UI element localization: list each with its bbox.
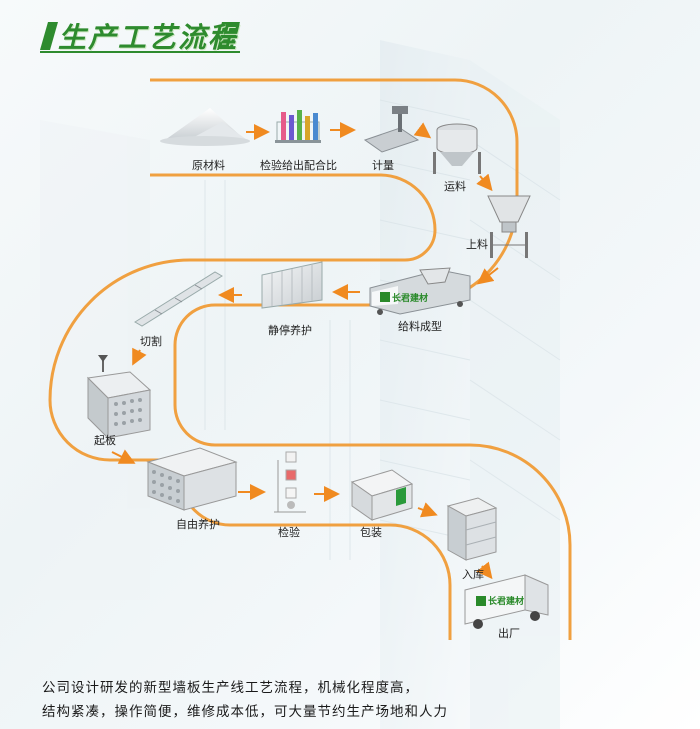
step-label-storage: 入库 [462,568,484,581]
step-label-free-curing: 自由养护 [176,518,220,531]
arrow-4 [476,173,493,192]
flow-arrows [111,122,499,580]
step-label-cutting: 切割 [140,335,162,348]
test-tubes-icon [275,110,321,143]
background-buildings [40,40,561,729]
step-label-raw-materials: 原材料 [192,159,225,172]
arrow-3 [413,122,432,139]
step-label-feeding: 上料 [466,238,488,251]
raw-materials-icon [160,108,250,146]
arrow-9 [111,449,136,464]
hopper-cart-icon [433,123,481,174]
static-curing-panels-icon [261,261,323,309]
page-title: 生产工艺流程 [58,21,239,54]
arrow-12 [417,502,438,518]
step-label-metering: 计量 [372,159,394,172]
packing-icon [350,469,414,521]
cut-panels-icon [134,271,223,327]
description-line-2: 结构紧凑，操作简便，维修成本低，可大量节约生产场地和人力 [42,704,448,720]
free-curing-stack-icon [146,447,238,511]
forming-machine-icon: 长君建材 [369,267,471,315]
title-block: 生产工艺流程 [46,14,240,54]
step-label-packing: 包装 [360,526,382,539]
brand-label-truck: 长君建材 [488,595,524,607]
step-label-inspection: 检验 [278,526,300,539]
lifting-stack-icon [86,355,152,440]
step-label-static-curing: 静停养护 [268,324,312,337]
step-label-inspect-mix: 检验给出配合比 [260,159,337,172]
brand-label-machine: 长君建材 [392,292,428,304]
inspection-apparatus-icon [274,451,306,513]
delivery-truck-icon: 长君建材 [464,574,549,629]
step-label-forming: 给料成型 [398,320,442,333]
storage-stack-icon [446,497,498,561]
arrow-8 [132,347,147,366]
step-label-shipping: 出厂 [498,627,520,640]
feeder-hopper-icon [487,195,531,258]
title-banner [40,22,240,53]
step-label-transport: 运料 [444,180,466,193]
scale-icon [363,106,420,153]
arrow-5 [476,267,499,285]
step-label-lifting: 起板 [94,434,116,447]
description-line-1: 公司设计研发的新型墙板生产线工艺流程，机械化程度高， [42,680,419,696]
process-path [48,78,572,640]
arrow-13 [476,561,493,580]
